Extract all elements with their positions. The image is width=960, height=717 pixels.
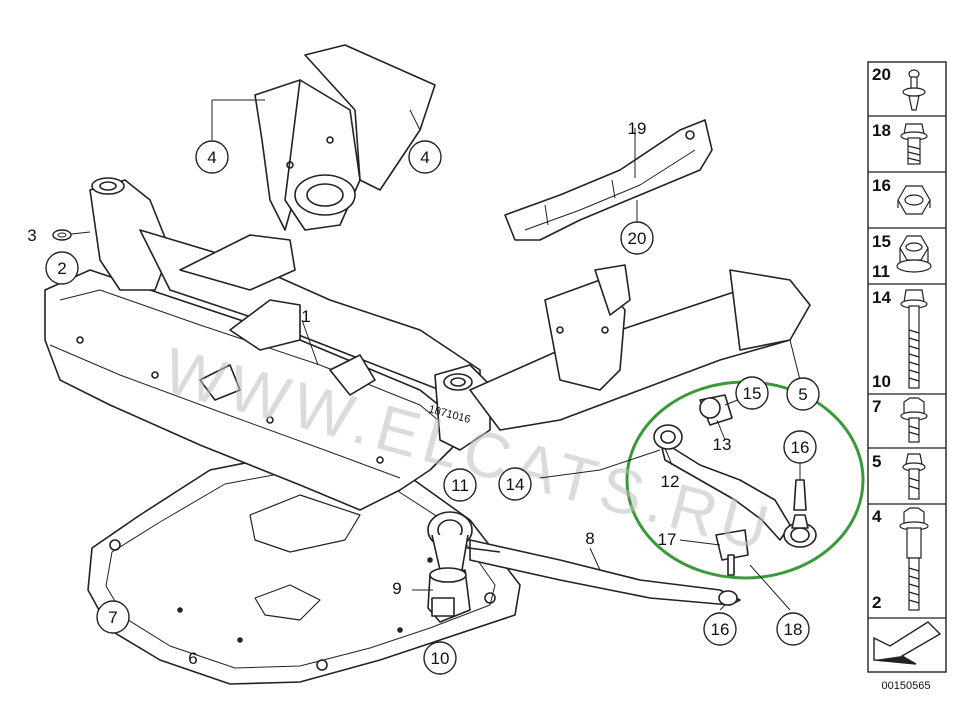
callout-16-upper: 16 (783, 430, 817, 464)
svg-text:10: 10 (431, 649, 450, 668)
bolt-washer-icon (902, 453, 926, 500)
svg-text:14: 14 (872, 288, 891, 307)
callout-13: 13 (713, 435, 732, 454)
svg-text:18: 18 (872, 121, 891, 140)
tension-strut (653, 394, 817, 576)
callout-19: 19 (628, 119, 647, 138)
callout-11: 11 (443, 468, 477, 502)
callout-12: 12 (661, 472, 680, 491)
svg-text:7: 7 (872, 397, 881, 416)
svg-text:1: 1 (301, 307, 310, 326)
sidebar-row-16: 16 (872, 176, 931, 215)
callout-15: 15 (735, 376, 769, 410)
svg-text:14: 14 (506, 475, 525, 494)
svg-text:6: 6 (188, 649, 197, 668)
flange-bolt-short-icon (900, 123, 928, 165)
svg-text:16: 16 (791, 438, 810, 457)
callout-6: 6 (188, 649, 197, 668)
svg-text:20: 20 (872, 65, 891, 84)
svg-text:5: 5 (798, 385, 807, 404)
callout-4-right: 4 (408, 140, 442, 174)
callout-14: 14 (498, 467, 532, 501)
svg-text:5: 5 (872, 452, 881, 471)
svg-text:4: 4 (872, 507, 882, 526)
sidebar-row-4-2: 4 2 (872, 507, 929, 612)
svg-text:4: 4 (420, 148, 429, 167)
callout-4-left: 4 (195, 140, 229, 174)
svg-text:18: 18 (784, 620, 803, 639)
svg-text:15: 15 (743, 384, 762, 403)
reference-number: 00150565 (882, 680, 931, 692)
callout-16-lower: 16 (703, 612, 737, 646)
sidebar-row-20: 20 (872, 65, 926, 111)
svg-text:16: 16 (711, 620, 730, 639)
long-bolt-icon (900, 289, 928, 389)
callout-9: 9 (392, 579, 401, 598)
callout-10: 10 (423, 641, 457, 675)
svg-text:3: 3 (27, 226, 36, 245)
callout-2: 2 (45, 251, 79, 285)
callout-8: 8 (585, 529, 594, 548)
stepped-bolt-icon (899, 507, 929, 611)
callout-5: 5 (786, 377, 820, 411)
svg-text:20: 20 (628, 229, 647, 248)
front-subframe (44, 44, 811, 511)
hex-nut-icon (897, 185, 931, 215)
svg-text:17: 17 (658, 530, 677, 549)
sidebar-row-7: 7 (872, 397, 928, 443)
heat-shield (504, 119, 713, 241)
underbody-plate (87, 447, 521, 685)
svg-text:4: 4 (207, 148, 216, 167)
arrow-icon (873, 621, 942, 665)
svg-text:15: 15 (872, 232, 891, 251)
sidebar-row-5: 5 (872, 452, 926, 500)
svg-text:11: 11 (872, 262, 890, 281)
flange-bolt-icon (900, 397, 928, 443)
svg-text:7: 7 (108, 608, 117, 627)
sidebar-row-15-11: 15 11 (872, 232, 932, 281)
callouts: 1 2 3 4 4 5 6 7 8 (27, 119, 820, 675)
rivet-icon (902, 69, 926, 111)
svg-text:13: 13 (713, 435, 732, 454)
callout-3: 3 (27, 226, 72, 245)
svg-text:2: 2 (872, 593, 881, 612)
svg-text:19: 19 (628, 119, 647, 138)
svg-text:8: 8 (585, 529, 594, 548)
svg-text:9: 9 (392, 579, 401, 598)
callout-18: 18 (776, 612, 810, 646)
sidebar-row-14-10: 14 10 (872, 288, 928, 391)
svg-text:12: 12 (661, 472, 680, 491)
svg-text:2: 2 (57, 259, 66, 278)
svg-text:10: 10 (872, 372, 891, 391)
sidebar-row-18: 18 (872, 121, 928, 165)
svg-text:16: 16 (872, 176, 891, 195)
svg-text:11: 11 (451, 476, 469, 495)
flange-nut-icon (896, 235, 932, 273)
callout-1: 1 (301, 307, 310, 326)
callout-17: 17 (658, 530, 677, 549)
fastener-sidebar: 20 18 16 (867, 61, 947, 673)
callout-20: 20 (620, 221, 654, 255)
callout-7: 7 (96, 600, 130, 634)
